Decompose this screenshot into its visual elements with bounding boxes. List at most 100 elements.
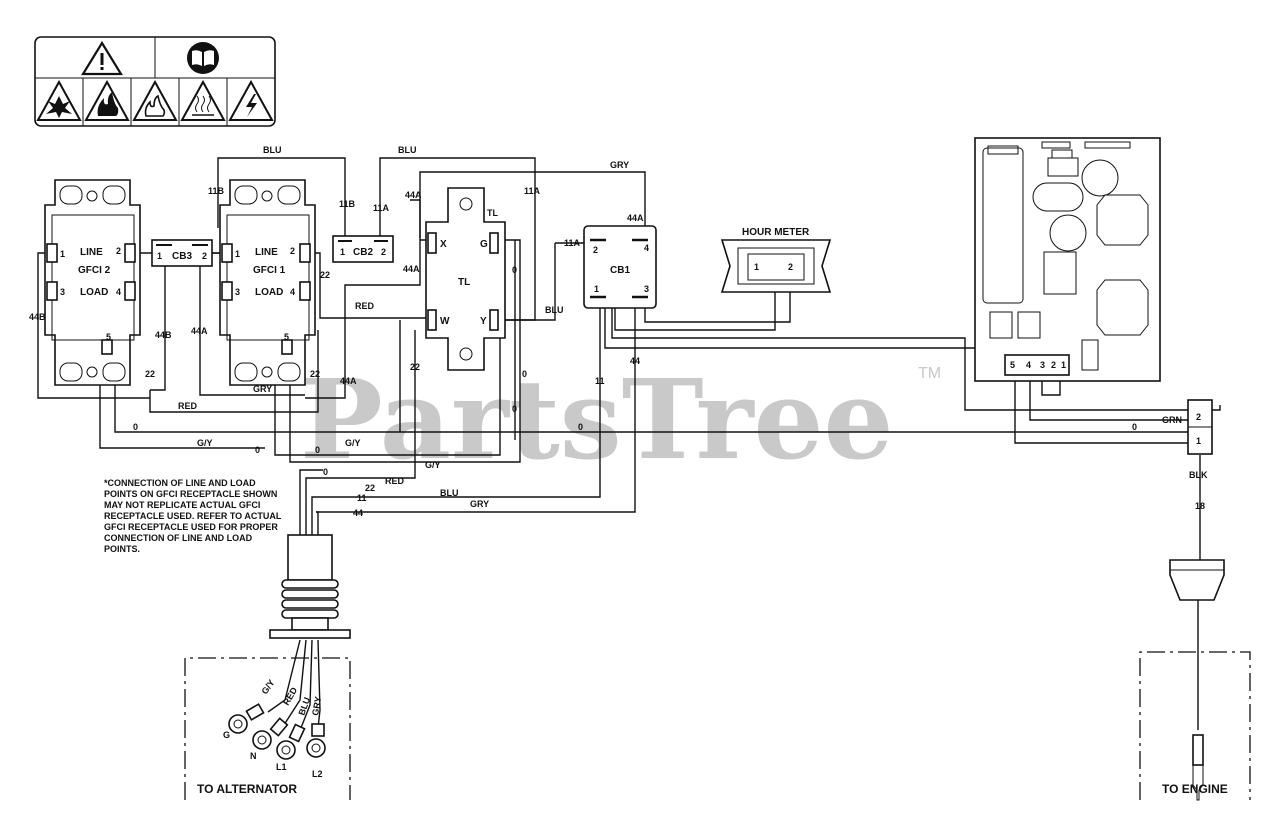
engine-title: TO ENGINE bbox=[1162, 782, 1228, 796]
alternator-terminal-g: G bbox=[223, 730, 230, 740]
tl-terminal-g: G bbox=[480, 239, 488, 250]
note-line-6: CONNECTION OF LINE AND LOAD bbox=[104, 533, 253, 543]
gfci2-line-label: LINE bbox=[80, 247, 103, 258]
wire-label-0-7: 0 bbox=[578, 422, 583, 432]
gfci1-terminal-3: 3 bbox=[235, 287, 240, 297]
warning-icon bbox=[81, 40, 123, 76]
wire-label-0-6: 0 bbox=[315, 445, 320, 455]
gfci1-terminal-5: 5 bbox=[284, 332, 289, 342]
wire-label-22-3: 22 bbox=[310, 369, 320, 379]
note-line-3: MAY NOT REPLICATE ACTUAL GFCI bbox=[104, 500, 260, 510]
note-line-2: POINTS ON GFCI RECEPTACLE SHOWN bbox=[104, 489, 277, 499]
alternator-terminal-l1: L1 bbox=[276, 762, 287, 772]
cb1-terminal-1: 1 bbox=[594, 284, 599, 294]
gfci2-terminal-4: 4 bbox=[116, 287, 121, 297]
note-line-5: GFCI RECEPTACLE USED FOR PROPER bbox=[104, 522, 278, 532]
gfci1-terminal-4: 4 bbox=[290, 287, 295, 297]
engine-connector-terminal-2: 2 bbox=[1196, 412, 1201, 422]
gfci2-receptacle: LINE GFCI 2 LOAD 1 2 3 4 5 bbox=[44, 179, 141, 386]
wire-label-blu-3: BLU bbox=[545, 305, 564, 315]
wire-label-blu-2: BLU bbox=[398, 145, 417, 155]
cb1-name: CB1 bbox=[610, 265, 630, 276]
wire-label-0-4: 0 bbox=[133, 422, 138, 432]
wire-label-0-1: 0 bbox=[512, 265, 517, 275]
tl-top-label: TL bbox=[487, 208, 498, 218]
note-line-1: *CONNECTION OF LINE AND LOAD bbox=[104, 478, 256, 488]
wire-label-gry-1: GRY bbox=[610, 160, 629, 170]
wire-label-11a-3: 11A bbox=[564, 238, 581, 248]
wire-labels: BLU BLU GRY 11B 11B 11A 11A 11A 44A 44A … bbox=[29, 145, 1208, 518]
gfci2-name: GFCI 2 bbox=[78, 265, 111, 276]
wire-label-red-3: RED bbox=[385, 476, 405, 486]
cb3-terminal-2: 2 bbox=[202, 251, 207, 261]
alternator-harness bbox=[228, 534, 351, 760]
cb2-name: CB2 bbox=[353, 247, 373, 258]
alternator-lead-red: RED bbox=[281, 685, 299, 707]
note-line-7: POINTS. bbox=[104, 544, 140, 554]
wire-label-0-3: 0 bbox=[512, 404, 517, 414]
control-board: 5 4 3 2 1 bbox=[974, 137, 1161, 382]
wire-label-0-9: 0 bbox=[323, 467, 328, 477]
wire-label-44a-2: 44A bbox=[403, 264, 420, 274]
gfci1-load-label: LOAD bbox=[255, 287, 283, 298]
cb3-terminal-1: 1 bbox=[157, 251, 162, 261]
wire-label-22-1: 22 bbox=[320, 270, 330, 280]
gfci1-line-label: LINE bbox=[255, 247, 278, 258]
wires bbox=[37, 157, 1221, 739]
safety-icon-panel bbox=[34, 36, 276, 127]
gfci2-terminal-1: 1 bbox=[60, 249, 65, 259]
tl-terminal-w: W bbox=[440, 316, 450, 327]
tl-terminal-x: X bbox=[440, 239, 447, 250]
gfci1-name: GFCI 1 bbox=[253, 265, 286, 276]
wire-label-44b-1: 44B bbox=[29, 312, 46, 322]
cb1-breaker: 2 4 CB1 1 3 bbox=[583, 225, 657, 309]
wire-label-blu-1: BLU bbox=[263, 145, 282, 155]
wire-label-gy-1: G/Y bbox=[197, 438, 213, 448]
hour-meter-terminal-2: 2 bbox=[788, 262, 793, 272]
wire-label-0-5: 0 bbox=[255, 445, 260, 455]
explosion-icon bbox=[36, 79, 82, 121]
wire-label-44a-1: 44A bbox=[405, 190, 422, 200]
engine-connector-terminal-1: 1 bbox=[1196, 436, 1201, 446]
tl-transformer: X G W Y TL TL bbox=[425, 187, 506, 371]
wire-label-44-1: 44 bbox=[630, 356, 640, 366]
gfci2-load-label: LOAD bbox=[80, 287, 108, 298]
alternator-terminal-n: N bbox=[250, 751, 257, 761]
gfci1-terminal-1: 1 bbox=[235, 249, 240, 259]
wire-label-22-4: 22 bbox=[410, 362, 420, 372]
board-pin-1: 1 bbox=[1061, 360, 1066, 370]
gfci2-terminal-5: 5 bbox=[106, 332, 111, 342]
alternator-box: TO ALTERNATOR G/Y RED BLU GRY G N L1 L2 bbox=[184, 657, 351, 800]
wire-label-44-2: 44 bbox=[353, 508, 363, 518]
alternator-lead-gry: GRY bbox=[310, 696, 323, 717]
manual-icon bbox=[187, 42, 219, 74]
wire-label-0-8: 0 bbox=[1132, 422, 1137, 432]
wire-label-11b-2: 11B bbox=[339, 199, 356, 209]
wire-label-44b-2: 44B bbox=[155, 330, 172, 340]
watermark-brand: PartsTree bbox=[300, 355, 894, 484]
hour-meter-label: HOUR METER bbox=[742, 227, 810, 238]
wire-label-red-1: RED bbox=[355, 301, 375, 311]
gfci-note: *CONNECTION OF LINE AND LOAD POINTS ON G… bbox=[104, 478, 282, 554]
wire-label-22-2: 22 bbox=[145, 369, 155, 379]
wire-label-11-1: 11 bbox=[595, 376, 605, 386]
gfci2-terminal-2: 2 bbox=[116, 246, 121, 256]
wire-label-44a-4: 44A bbox=[191, 326, 208, 336]
cb2-terminal-2: 2 bbox=[381, 247, 386, 257]
wire-label-11a-1: 11A bbox=[373, 203, 390, 213]
tl-name: TL bbox=[458, 277, 470, 288]
cb2-breaker: 1 CB2 2 bbox=[332, 235, 394, 263]
engine-connector: 2 1 bbox=[1169, 399, 1225, 801]
tl-terminal-y: Y bbox=[480, 316, 487, 327]
wire-label-grn: GRN bbox=[1162, 415, 1182, 425]
alternator-lead-gy: G/Y bbox=[259, 678, 276, 696]
cb1-terminal-3: 3 bbox=[644, 284, 649, 294]
cb3-breaker: 1 CB3 2 bbox=[151, 239, 213, 267]
wire-label-18: 18 bbox=[1195, 501, 1205, 511]
wire-label-44a-5: 44A bbox=[340, 376, 357, 386]
cb1-terminal-4: 4 bbox=[644, 243, 649, 253]
gfci2-terminal-3: 3 bbox=[60, 287, 65, 297]
cb2-terminal-1: 1 bbox=[340, 247, 345, 257]
board-pin-5: 5 bbox=[1010, 360, 1015, 370]
